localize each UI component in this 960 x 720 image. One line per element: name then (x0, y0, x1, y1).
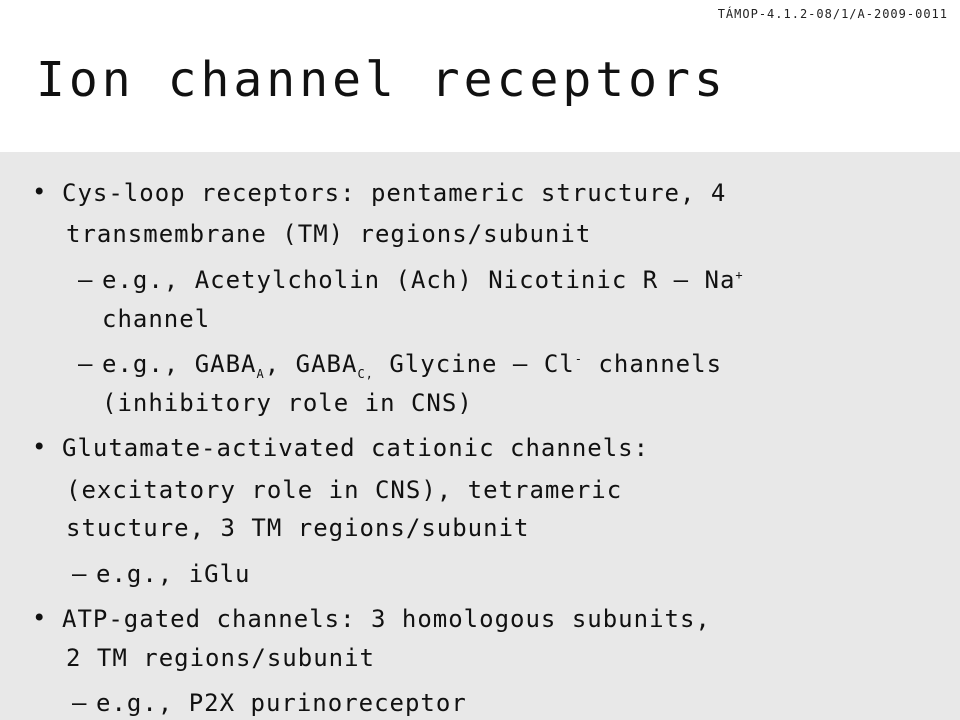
sub-bullet-dash: – (78, 350, 94, 378)
sub-bullet-dash: – (72, 560, 88, 588)
sub-bullet-dash: – (78, 266, 94, 294)
sub-bullet-text-line: e.g., P2X purinoreceptor (96, 689, 467, 717)
subscript: A (256, 366, 265, 381)
slide-title: Ion channel receptors (36, 52, 727, 108)
slide-body: • Cys-loop receptors: pentameric structu… (0, 152, 960, 720)
sub-bullet-text-line: e.g., GABAA, GABAC, Glycine – Cl- channe… (102, 350, 723, 381)
bullet-text-line: Cys-loop receptors: pentameric structure… (62, 179, 727, 207)
subscript: C, (357, 366, 374, 381)
bullet-text-line: (excitatory role in CNS), tetrameric (66, 476, 623, 504)
bullet-icon: • (32, 178, 47, 206)
sub-bullet-text-line: (inhibitory role in CNS) (102, 389, 473, 417)
bullet-text-line: stucture, 3 TM regions/subunit (66, 514, 530, 542)
project-code: TÁMOP-4.1.2-08/1/A-2009-0011 (717, 7, 948, 21)
slide-header: TÁMOP-4.1.2-08/1/A-2009-0011 Ion channel… (0, 0, 960, 152)
bullet-icon: • (32, 433, 47, 461)
sub-bullet-text-line: channel (102, 305, 211, 333)
bullet-text-line: ATP-gated channels: 3 homologous subunit… (62, 605, 711, 633)
bullet-text-line: transmembrane (TM) regions/subunit (66, 220, 592, 248)
sub-bullet-text-line: e.g., Acetylcholin (Ach) Nicotinic R – N… (102, 266, 744, 294)
superscript: + (735, 268, 744, 282)
bullet-text-line: Glutamate-activated cationic channels: (62, 434, 650, 462)
sub-bullet-text-line: e.g., iGlu (96, 560, 251, 588)
bullet-text-line: 2 TM regions/subunit (66, 644, 375, 672)
bullet-icon: • (32, 604, 47, 632)
sub-bullet-dash: – (72, 689, 88, 717)
superscript: - (574, 352, 583, 366)
